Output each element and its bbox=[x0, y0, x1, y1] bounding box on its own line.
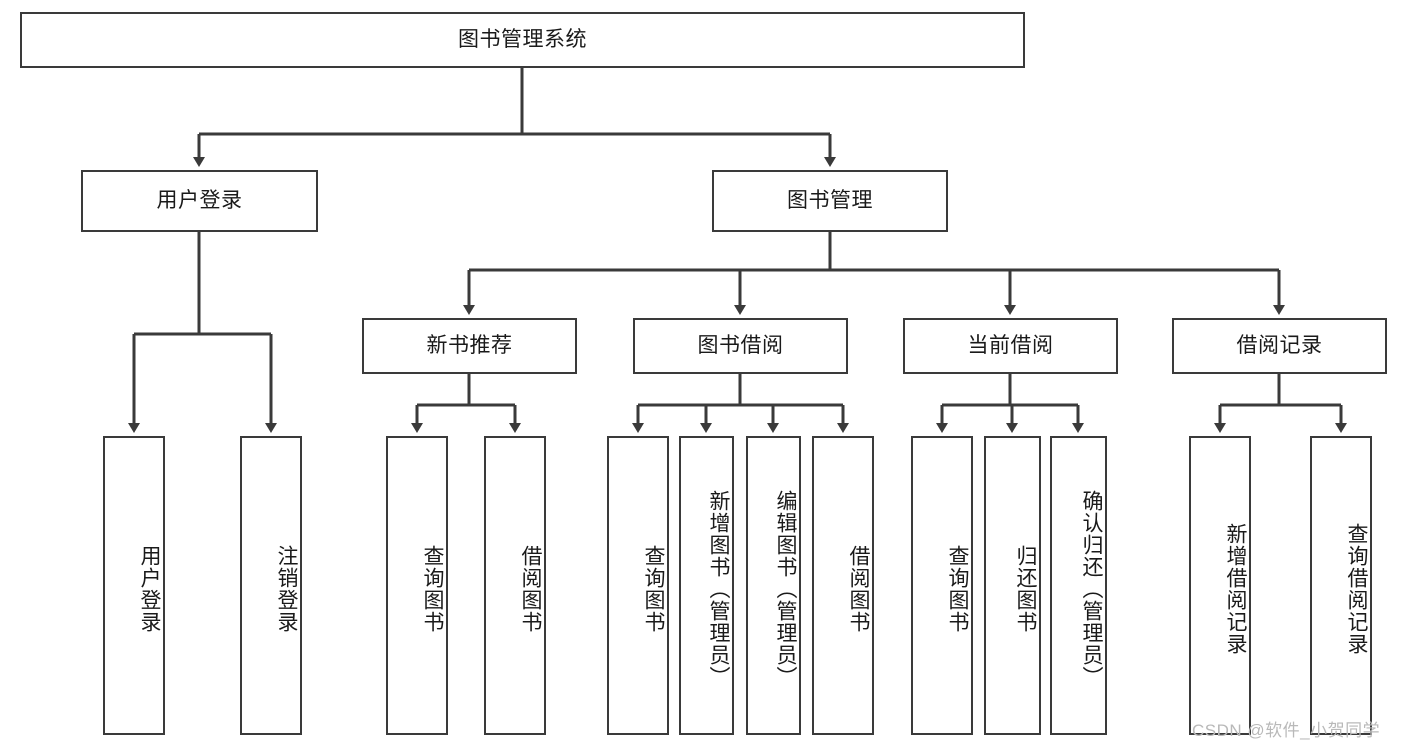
node-login[interactable]: 用户登录 bbox=[81, 170, 318, 232]
node-current[interactable]: 当前借阅 bbox=[903, 318, 1118, 374]
node-return[interactable]: 归还图书 bbox=[984, 436, 1041, 735]
node-label-bookmgmt: 图书管理 bbox=[787, 189, 873, 213]
node-label-newbook: 新书推荐 bbox=[426, 334, 513, 358]
node-addrec[interactable]: 新增借阅记录 bbox=[1189, 436, 1251, 735]
node-label-q2: 查询图书 bbox=[642, 544, 665, 633]
node-q3[interactable]: 查询图书 bbox=[911, 436, 973, 735]
node-label-add: 新增图书（管理员） bbox=[707, 489, 730, 688]
node-q2[interactable]: 查询图书 bbox=[607, 436, 669, 735]
node-qrec[interactable]: 查询借阅记录 bbox=[1310, 436, 1372, 735]
node-userlogin[interactable]: 用户登录 bbox=[103, 436, 165, 735]
node-logout[interactable]: 注销登录 bbox=[240, 436, 302, 735]
node-label-q1: 查询图书 bbox=[421, 544, 444, 633]
node-label-edit: 编辑图书（管理员） bbox=[774, 489, 797, 688]
node-label-qrec: 查询借阅记录 bbox=[1345, 522, 1368, 655]
node-label-return: 归还图书 bbox=[1014, 544, 1037, 633]
node-label-records: 借阅记录 bbox=[1236, 334, 1323, 358]
node-records[interactable]: 借阅记录 bbox=[1172, 318, 1387, 374]
node-label-logout: 注销登录 bbox=[275, 544, 298, 633]
node-label-userlogin: 用户登录 bbox=[138, 544, 161, 633]
node-b1[interactable]: 借阅图书 bbox=[484, 436, 546, 735]
node-newbook[interactable]: 新书推荐 bbox=[362, 318, 577, 374]
node-label-borrow: 图书借阅 bbox=[697, 334, 784, 358]
node-label-b2: 借阅图书 bbox=[847, 544, 870, 633]
node-label-q3: 查询图书 bbox=[946, 544, 969, 633]
node-label-root: 图书管理系统 bbox=[458, 28, 587, 52]
node-edit[interactable]: 编辑图书（管理员） bbox=[746, 436, 801, 735]
node-b2[interactable]: 借阅图书 bbox=[812, 436, 874, 735]
node-label-b1: 借阅图书 bbox=[519, 544, 542, 633]
node-label-addrec: 新增借阅记录 bbox=[1224, 522, 1247, 655]
node-label-login: 用户登录 bbox=[156, 189, 243, 213]
node-bookmgmt[interactable]: 图书管理 bbox=[712, 170, 948, 232]
node-label-confirm: 确认归还（管理员） bbox=[1080, 489, 1103, 688]
node-borrow[interactable]: 图书借阅 bbox=[633, 318, 848, 374]
node-q1[interactable]: 查询图书 bbox=[386, 436, 448, 735]
node-label-current: 当前借阅 bbox=[967, 334, 1054, 358]
node-root[interactable]: 图书管理系统 bbox=[20, 12, 1025, 68]
node-add[interactable]: 新增图书（管理员） bbox=[679, 436, 734, 735]
node-confirm[interactable]: 确认归还（管理员） bbox=[1050, 436, 1107, 735]
